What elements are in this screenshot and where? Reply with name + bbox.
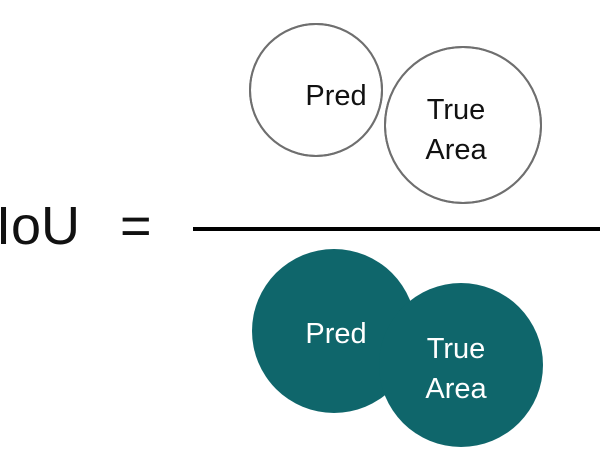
union-true-area-circle: [379, 283, 543, 447]
numerator-pred-label: Pred: [305, 80, 366, 112]
pred-circle-edge: [249, 23, 383, 157]
union-pred-circle: [252, 249, 416, 413]
numerator-intersection-diagram: Pred True Area: [249, 23, 542, 204]
denominator-pred-label: Pred: [305, 318, 366, 350]
true-area-circle-edge: [384, 46, 542, 204]
denominator-area-label: Area: [425, 373, 487, 405]
numerator-area-label: Area: [425, 134, 487, 166]
denominator-true-label: True: [427, 333, 486, 365]
numerator-true-label: True: [427, 94, 486, 126]
denominator-union-diagram: Pred True Area: [252, 249, 543, 447]
iou-symbol: IoU: [0, 196, 80, 256]
equals-sign: =: [120, 196, 152, 256]
